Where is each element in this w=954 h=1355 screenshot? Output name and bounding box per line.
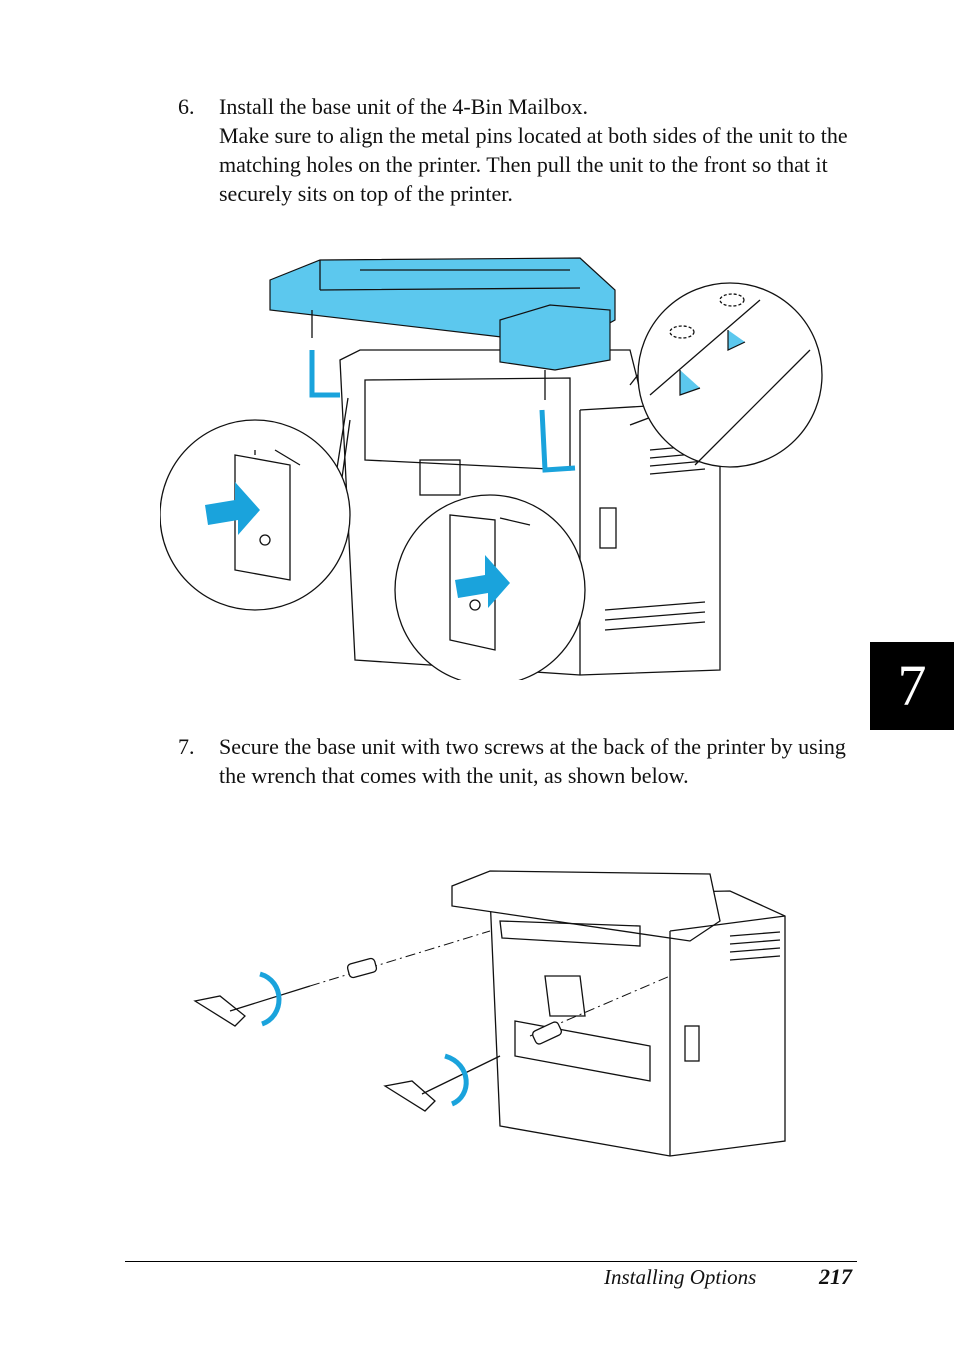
step-7: 7. Secure the base unit with two screws … (178, 732, 868, 790)
screw-securing-illustration (193, 870, 786, 1157)
printer-side-edge (669, 915, 786, 1156)
wrench-upper (193, 985, 311, 1027)
left-detail-pin (234, 449, 301, 581)
printer-top-unit (451, 870, 721, 942)
center-detail-pin (449, 514, 531, 651)
base-unit-top-edge (319, 260, 581, 291)
step-text: Make sure to align the metal pins locate… (219, 123, 848, 206)
right-detail-hole-lower (669, 325, 695, 339)
screw-upper (346, 957, 378, 979)
screw-lower (532, 1021, 562, 1045)
rotation-arrow-lower (444, 1053, 469, 1107)
base-unit-installation-illustration (160, 257, 823, 680)
printer-bottom-slots (604, 601, 706, 631)
step-title: Install the base unit of the 4-Bin Mailb… (219, 94, 589, 119)
right-detail-pin-upper (727, 330, 746, 351)
page-number: 217 (819, 1264, 852, 1289)
chapter-tab: 7 (870, 642, 954, 730)
printer-handle (544, 975, 586, 1017)
center-detail-hole (469, 599, 481, 611)
right-detail-circle (637, 282, 823, 468)
printer-back-tray (499, 920, 641, 947)
base-unit-right-box (499, 304, 611, 371)
footer-rule (125, 1261, 857, 1262)
right-detail-hole-upper (719, 293, 745, 307)
left-detail-hole (259, 534, 271, 546)
step-number: 7. (178, 734, 195, 759)
wrench-lower (383, 1055, 501, 1112)
step-number: 6. (178, 94, 195, 119)
printer-body (489, 890, 786, 1157)
step-text: Secure the base unit with two screws at … (219, 734, 846, 788)
screw-guide-upper (309, 930, 491, 987)
step-6: 6. Install the base unit of the 4-Bin Ma… (178, 92, 868, 208)
down-arrow-right (539, 409, 576, 473)
footer-section-title: Installing Options (604, 1265, 757, 1289)
printer-vents (729, 931, 781, 961)
printer-slot (684, 1025, 700, 1062)
down-arrow-left (309, 350, 340, 398)
printer-paper-path (514, 1020, 651, 1082)
right-detail-pin-lower (679, 370, 701, 396)
right-detail-rail (649, 299, 811, 466)
center-detail-arrow (455, 555, 510, 608)
left-detail-arrow (205, 482, 260, 535)
rotation-arrow-upper (259, 971, 282, 1027)
printer-slot (599, 507, 617, 549)
printer-handle (419, 459, 461, 496)
